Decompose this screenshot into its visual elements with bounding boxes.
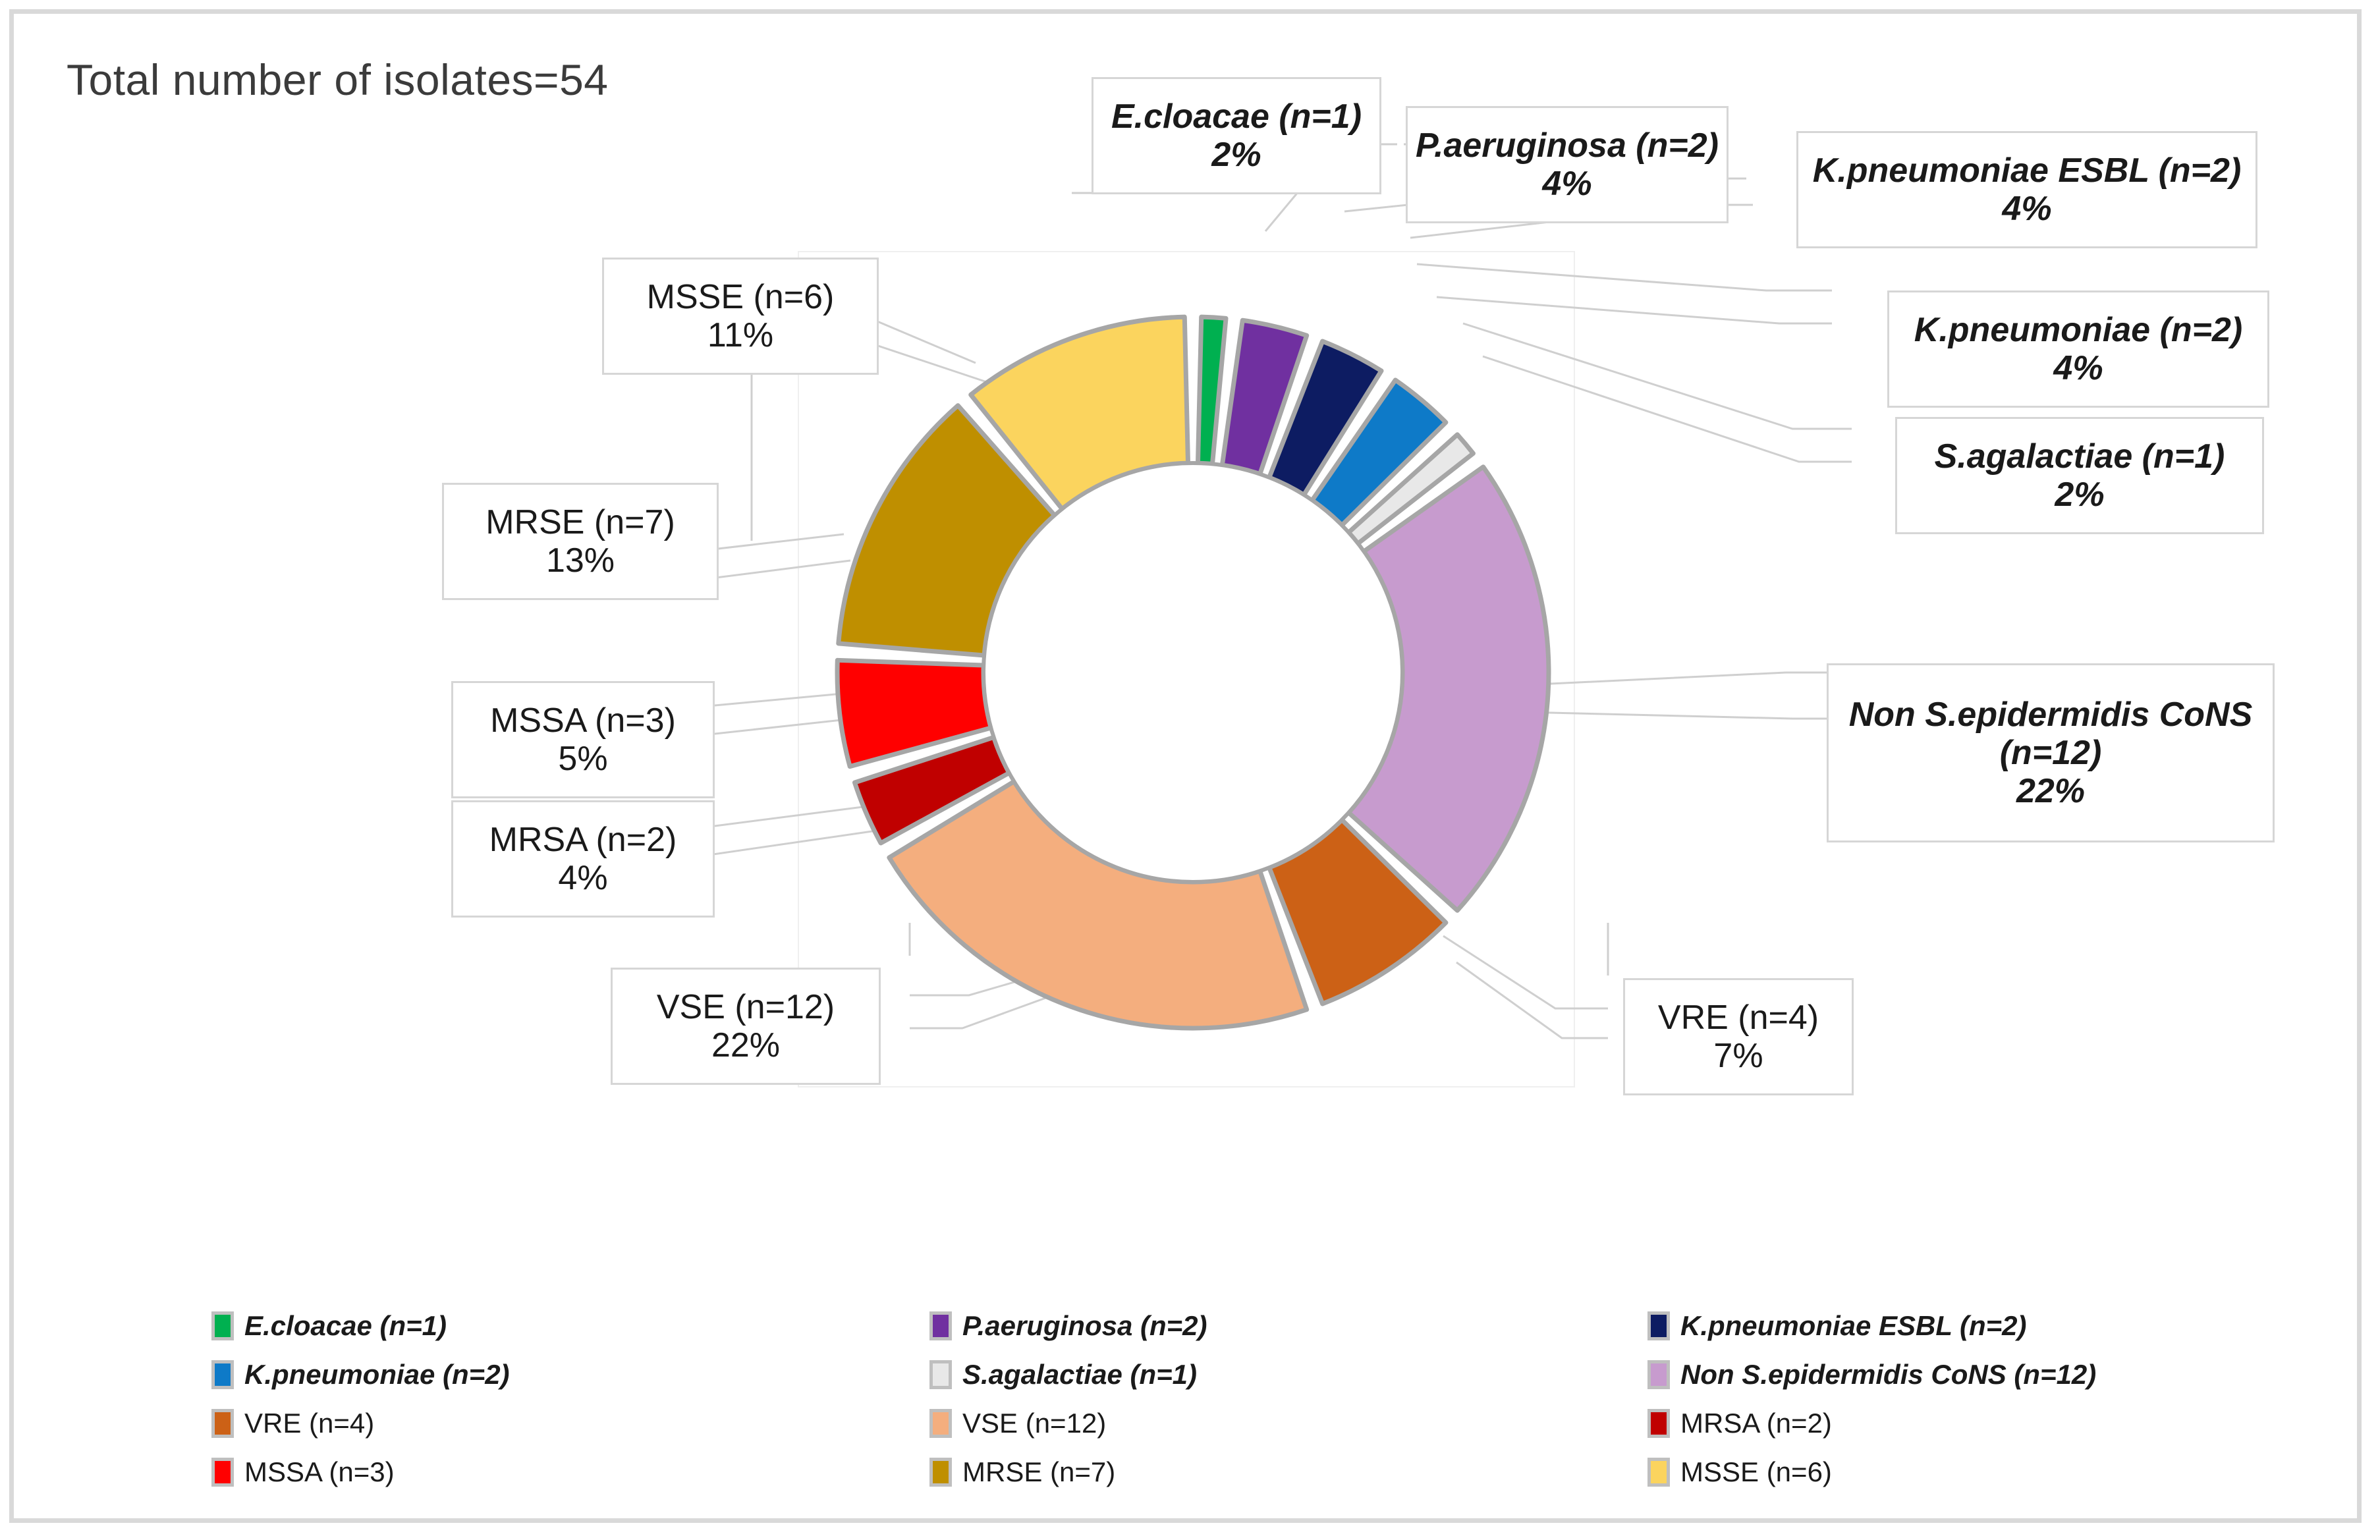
legend-item-5[interactable]: Non S.epidermidis CoNS (n=12) bbox=[1647, 1359, 2366, 1390]
legend-swatch-icon bbox=[1647, 1360, 1670, 1389]
legend-item-10[interactable]: MRSE (n=7) bbox=[929, 1456, 1647, 1488]
callout-e-cloacae-pct: 2% bbox=[1211, 136, 1261, 174]
callout-p-aeruginosa-name: P.aeruginosa (n=2) bbox=[1416, 126, 1719, 165]
chart-frame: Total number of isolates=54 bbox=[9, 9, 2362, 1523]
callout-vre-name: VRE (n=4) bbox=[1657, 998, 1819, 1037]
legend-item-label: K.pneumoniae (n=2) bbox=[244, 1359, 510, 1390]
legend-item-label: P.aeruginosa (n=2) bbox=[962, 1310, 1207, 1341]
callout-p-aeruginosa-pct: 4% bbox=[1542, 165, 1592, 203]
legend-item-label: MSSA (n=3) bbox=[244, 1456, 395, 1487]
legend-swatch-icon bbox=[1647, 1409, 1670, 1438]
callout-cons-name: Non S.epidermidis CoNS bbox=[1848, 695, 2253, 734]
donut-chart bbox=[752, 231, 1634, 1114]
callout-k-pneumoniae-name: K.pneumoniae (n=2) bbox=[1914, 310, 2243, 349]
callout-k-pneumoniae-pct: 4% bbox=[2053, 349, 2103, 387]
page-title: Total number of isolates=54 bbox=[67, 55, 609, 104]
callout-mrsa-name: MRSA (n=2) bbox=[489, 820, 677, 859]
callout-mrsa-pct: 4% bbox=[558, 859, 608, 897]
legend-item-label: VRE (n=4) bbox=[244, 1408, 375, 1439]
legend-swatch-icon bbox=[211, 1360, 234, 1389]
callout-mssa-name: MSSA (n=3) bbox=[490, 701, 676, 740]
legend-item-label: Non S.epidermidis CoNS (n=12) bbox=[1680, 1359, 2097, 1390]
callout-mrse-pct: 13% bbox=[545, 541, 615, 580]
legend-item-8[interactable]: MRSA (n=2) bbox=[1647, 1408, 2366, 1439]
callout-vse: VSE (n=12) 22% bbox=[611, 968, 881, 1085]
legend-item-0[interactable]: E.cloacae (n=1) bbox=[211, 1310, 929, 1342]
callout-mssa: MSSA (n=3) 5% bbox=[451, 681, 715, 798]
legend-item-9[interactable]: MSSA (n=3) bbox=[211, 1456, 929, 1488]
callout-non-s-epidermidis-cons: Non S.epidermidis CoNS (n=12) 22% bbox=[1827, 663, 2275, 842]
callout-e-cloacae-name: E.cloacae (n=1) bbox=[1111, 97, 1362, 136]
callout-s-agalactiae-name: S.agalactiae (n=1) bbox=[1934, 437, 2225, 476]
callout-mssa-pct: 5% bbox=[558, 740, 608, 778]
callout-s-agalactiae-pct: 2% bbox=[2055, 476, 2105, 514]
callout-cons-count: (n=12) bbox=[1999, 733, 2102, 772]
legend-item-11[interactable]: MSSE (n=6) bbox=[1647, 1456, 2366, 1488]
legend-item-3[interactable]: K.pneumoniae (n=2) bbox=[211, 1359, 929, 1390]
callout-k-pneumoniae-esbl-name: K.pneumoniae ESBL (n=2) bbox=[1812, 151, 2242, 190]
callout-e-cloacae: E.cloacae (n=1) 2% bbox=[1092, 77, 1381, 194]
callout-msse: MSSE (n=6) 11% bbox=[602, 258, 879, 375]
legend-item-2[interactable]: K.pneumoniae ESBL (n=2) bbox=[1647, 1310, 2366, 1342]
callout-mrse: MRSE (n=7) 13% bbox=[442, 483, 719, 600]
legend-item-label: MSSE (n=6) bbox=[1680, 1456, 1832, 1487]
callout-s-agalactiae: S.agalactiae (n=1) 2% bbox=[1895, 417, 2264, 534]
legend-swatch-icon bbox=[929, 1409, 952, 1438]
legend-item-label: VSE (n=12) bbox=[962, 1408, 1107, 1439]
chart-legend: E.cloacae (n=1) P.aeruginosa (n=2) K.pneum… bbox=[211, 1302, 2286, 1497]
legend-item-label: MRSE (n=7) bbox=[962, 1456, 1116, 1487]
legend-swatch-icon bbox=[929, 1360, 952, 1389]
callout-cons-pct: 22% bbox=[2016, 772, 2086, 811]
callout-vse-pct: 22% bbox=[711, 1026, 781, 1064]
legend-swatch-icon bbox=[211, 1311, 234, 1340]
legend-swatch-icon bbox=[211, 1458, 234, 1487]
legend-swatch-icon bbox=[929, 1311, 952, 1340]
legend-item-label: MRSA (n=2) bbox=[1680, 1408, 1832, 1439]
legend-item-label: K.pneumoniae ESBL (n=2) bbox=[1680, 1310, 2027, 1341]
callout-vre: VRE (n=4) 7% bbox=[1623, 978, 1854, 1095]
legend-item-4[interactable]: S.agalactiae (n=1) bbox=[929, 1359, 1647, 1390]
callout-k-pneumoniae: K.pneumoniae (n=2) 4% bbox=[1887, 290, 2269, 408]
legend-item-label: E.cloacae (n=1) bbox=[244, 1310, 447, 1341]
callout-vse-name: VSE (n=12) bbox=[656, 987, 835, 1026]
callout-vre-pct: 7% bbox=[1713, 1037, 1763, 1075]
callout-mrsa: MRSA (n=2) 4% bbox=[451, 800, 715, 918]
callout-msse-name: MSSE (n=6) bbox=[646, 277, 835, 316]
legend-swatch-icon bbox=[1647, 1311, 1670, 1340]
callout-p-aeruginosa: P.aeruginosa (n=2) 4% bbox=[1406, 106, 1729, 223]
donut-hole bbox=[982, 461, 1404, 884]
legend-item-6[interactable]: VRE (n=4) bbox=[211, 1408, 929, 1439]
callout-mrse-name: MRSE (n=7) bbox=[485, 503, 675, 541]
callout-k-pneumoniae-esbl: K.pneumoniae ESBL (n=2) 4% bbox=[1796, 131, 2257, 248]
legend-swatch-icon bbox=[1647, 1458, 1670, 1487]
legend-item-label: S.agalactiae (n=1) bbox=[962, 1359, 1197, 1390]
legend-swatch-icon bbox=[929, 1458, 952, 1487]
legend-swatch-icon bbox=[211, 1409, 234, 1438]
callout-k-pneumoniae-esbl-pct: 4% bbox=[2002, 190, 2052, 228]
donut-slice-e-cloacae[interactable] bbox=[1195, 314, 1229, 466]
donut-svg bbox=[835, 314, 1551, 1031]
callout-msse-pct: 11% bbox=[707, 316, 774, 354]
legend-item-7[interactable]: VSE (n=12) bbox=[929, 1408, 1647, 1439]
plot-area-outline bbox=[798, 251, 1575, 1087]
legend-item-1[interactable]: P.aeruginosa (n=2) bbox=[929, 1310, 1647, 1342]
